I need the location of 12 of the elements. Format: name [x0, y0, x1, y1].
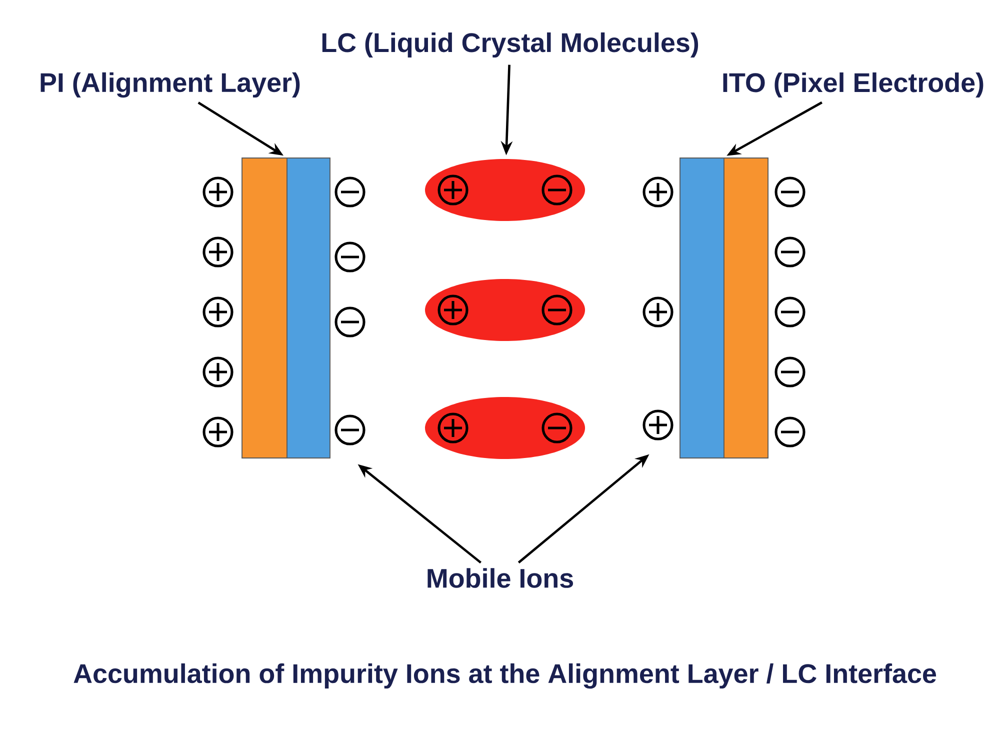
molecule-ellipse — [424, 397, 586, 459]
label-text: ITO (Pixel Electrode) — [723, 72, 984, 98]
caption: Accumulation of Impurity Ions at the Alignment Layer / LC Interface — [74, 663, 936, 689]
label-text: PI (Alignment Layer) — [40, 72, 300, 98]
layer-bar — [724, 158, 768, 458]
label-text: Mobile Ions — [428, 568, 574, 588]
layer-bar — [286, 158, 330, 458]
label-text: LC (Liquid Crystal Molecules) — [322, 32, 698, 58]
molecule-ellipse — [424, 159, 586, 221]
layer-bar — [680, 158, 724, 458]
layer-bar — [242, 158, 288, 458]
molecule-ellipse — [424, 279, 586, 341]
